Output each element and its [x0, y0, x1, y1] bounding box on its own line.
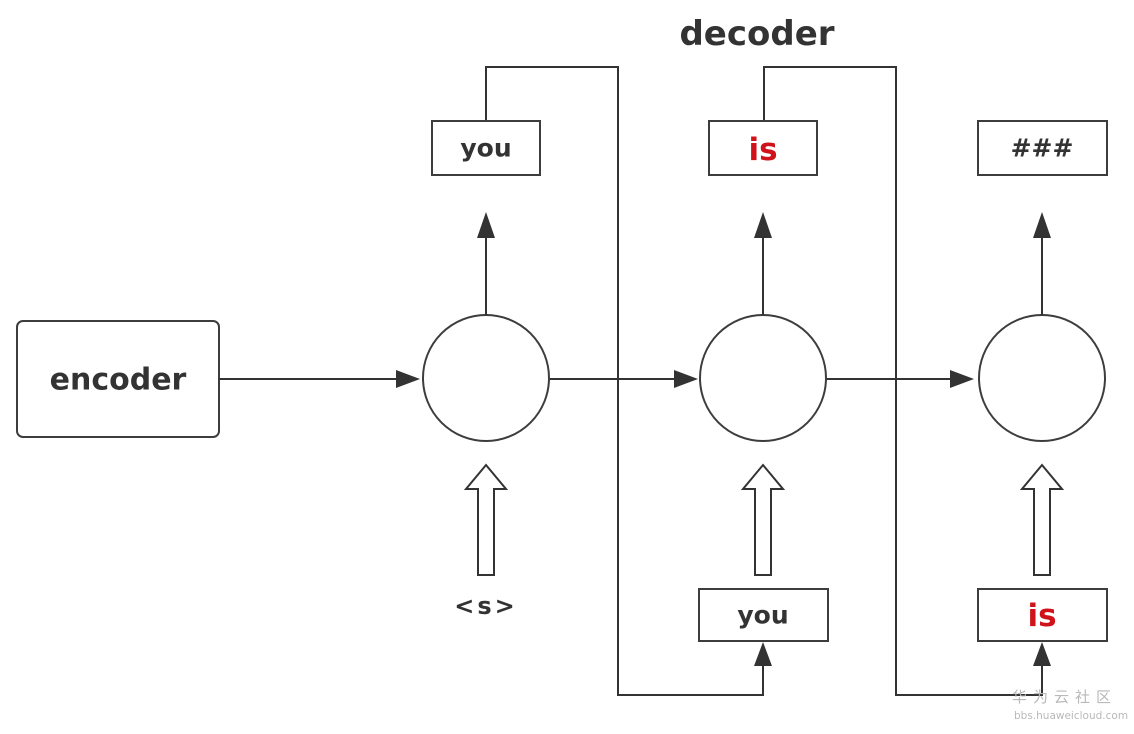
input-arrow-2: [740, 463, 786, 576]
input-token-start: <s>: [454, 592, 518, 620]
output-token-1: you: [460, 134, 511, 163]
feedback-loop-is: [763, 66, 1043, 696]
decoder-node-2: [699, 314, 827, 442]
input-token-2: you: [737, 601, 788, 630]
step2-to-step3-arrowhead: [950, 370, 974, 388]
feedback-loop-you-arrowhead: [754, 642, 772, 666]
input-arrow-3: [1019, 463, 1065, 576]
watermark-brand: 华为云社区: [1012, 688, 1117, 706]
input-token-box-3: [977, 588, 1108, 642]
input-token-box-2: [698, 588, 829, 642]
watermark-url: bbs.huaweicloud.com: [1014, 710, 1128, 722]
output-token-2: is: [748, 132, 777, 168]
output-arrow-1-head: [477, 212, 495, 238]
step1-to-step2-arrowhead: [674, 370, 698, 388]
output-arrow-2-head: [754, 212, 772, 238]
output-token-box-2: [708, 120, 818, 176]
encoder-to-step1-arrowhead: [396, 370, 420, 388]
decoder-title: decoder: [679, 14, 834, 54]
feedback-loop-you: [485, 66, 764, 696]
decoder-node-1: [422, 314, 550, 442]
feedback-loop-is-arrowhead: [1033, 642, 1051, 666]
output-token-3: ###: [1011, 134, 1074, 163]
output-token-box-1: [431, 120, 541, 176]
input-arrow-1: [463, 463, 509, 576]
output-token-box-3: [977, 120, 1108, 176]
decoder-node-3: [978, 314, 1106, 442]
encoder-label: encoder: [50, 363, 187, 398]
output-arrow-3-head: [1033, 212, 1051, 238]
input-token-3: is: [1027, 598, 1056, 634]
